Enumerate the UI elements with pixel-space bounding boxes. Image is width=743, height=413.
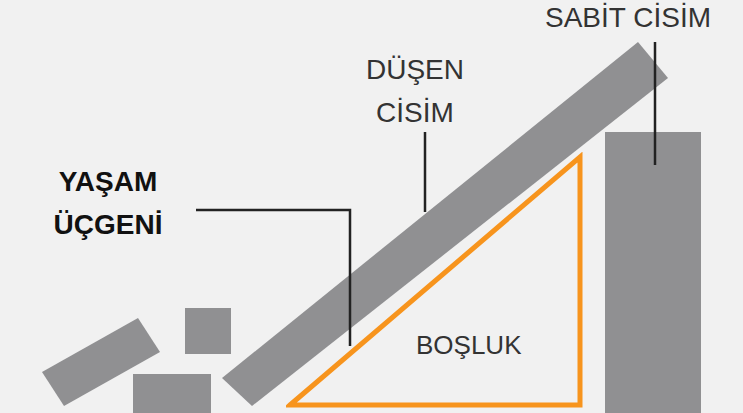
debris-block [185, 308, 231, 354]
gap-triangle: BOŞLUK [286, 152, 584, 408]
leader-line [196, 210, 350, 346]
fixed-object [605, 132, 701, 413]
callout-label: YAŞAM ÜÇGENİ [18, 160, 198, 247]
triangle-outline [286, 152, 584, 408]
leader-line [654, 42, 657, 165]
falling-object [222, 42, 668, 406]
callout-label: DÜŞEN CİSİM [345, 48, 485, 135]
leader-line [424, 132, 427, 212]
triangle-line [290, 157, 580, 405]
node-text: BOŞLUK [416, 330, 522, 361]
callout-label: SABİT CİSİM [518, 0, 738, 39]
debris-block [133, 374, 211, 413]
